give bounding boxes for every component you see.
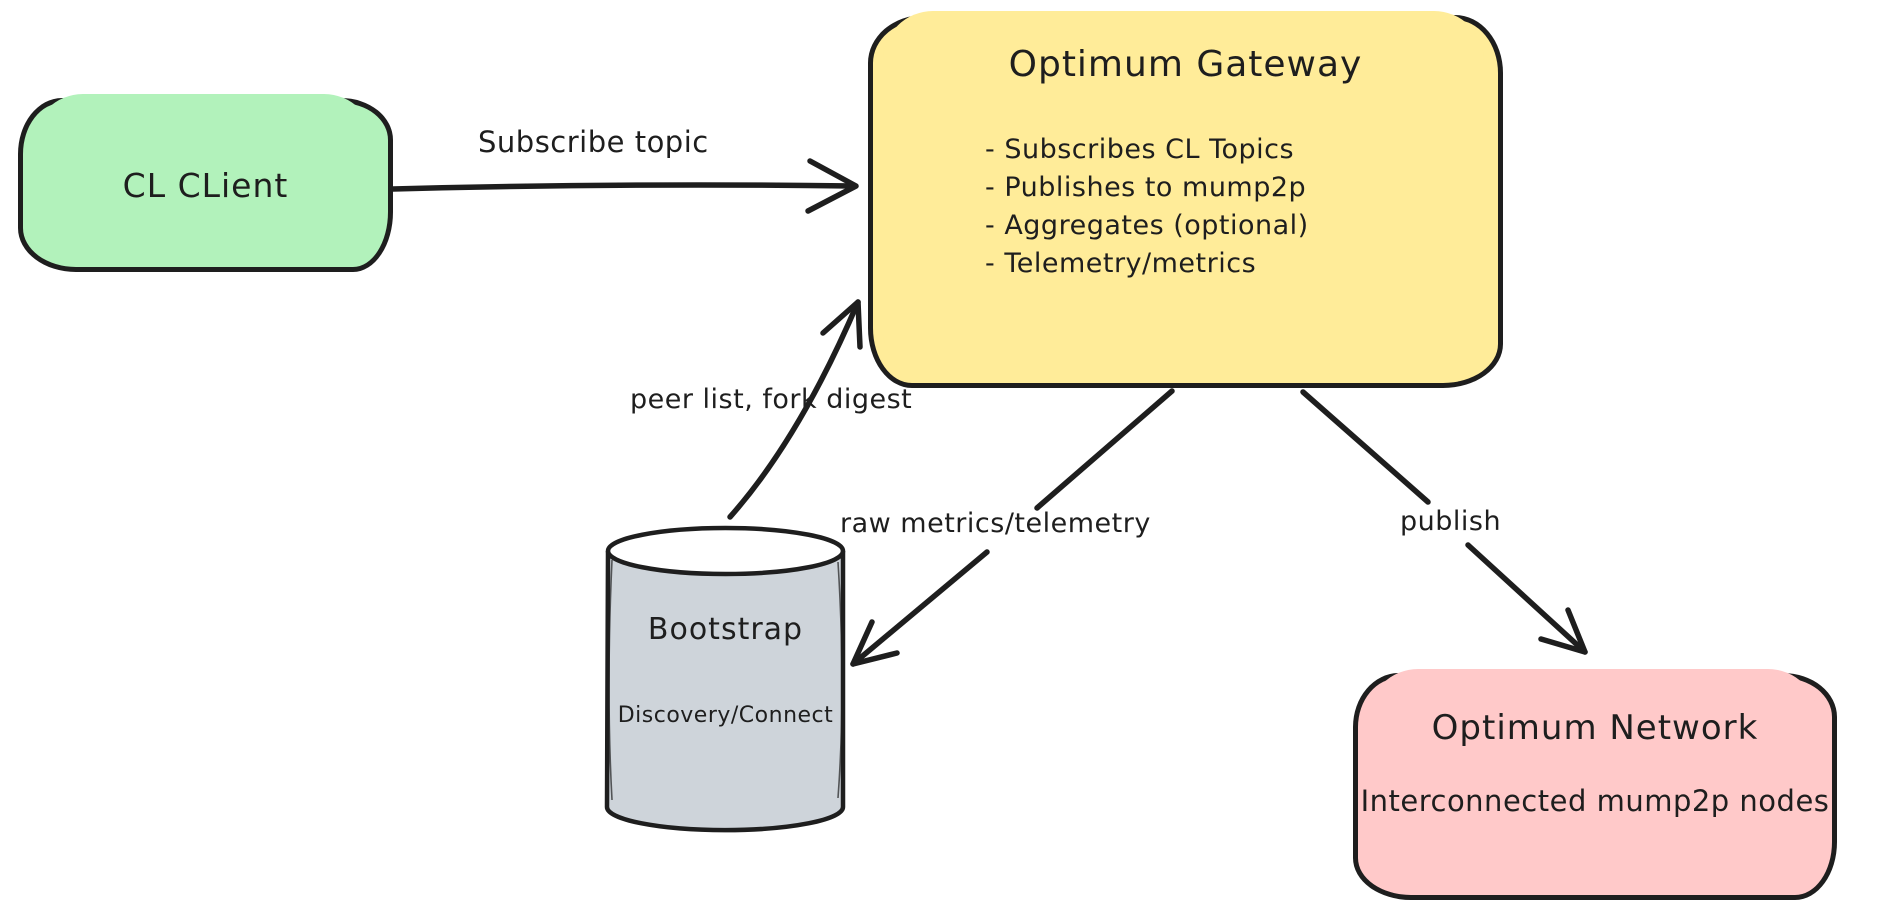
gateway-title: Optimum Gateway (1008, 44, 1363, 85)
arrow-line (850, 549, 990, 667)
cylinder-sketch-stroke (608, 559, 613, 801)
arrow-line (390, 182, 857, 192)
optimum-network-title: Optimum Network (1431, 708, 1759, 748)
subscribe-topic-arrow (390, 158, 859, 214)
arrowhead (850, 619, 900, 667)
peer-list-label: peer list, fork digest (630, 384, 913, 415)
cylinder-sketch-stroke (837, 561, 843, 799)
arrow-line (1465, 542, 1588, 655)
publish-label: publish (1400, 506, 1502, 537)
cl-client-node: CL CLient (18, 94, 393, 272)
gateway-bullet: - Subscribes CL Topics (985, 134, 1295, 165)
optimum-network-node: Optimum Network Interconnected mump2p no… (1353, 669, 1837, 900)
bootstrap-title: Bootstrap (647, 612, 804, 647)
cylinder-top-rim (605, 525, 846, 577)
arrowhead (1538, 607, 1588, 655)
arrowhead (805, 158, 859, 214)
cl-client-label: CL CLient (122, 165, 289, 205)
gateway-bullet: - Publishes to mump2p (985, 172, 1307, 203)
arrowhead (820, 299, 863, 350)
gateway-node: Optimum Gateway - Subscribes CL Topics -… (868, 11, 1503, 388)
arrow-line (1034, 388, 1175, 511)
cylinder-body (604, 550, 846, 833)
arrow-line (1300, 389, 1431, 505)
gateway-bullet-list: - Subscribes CL Topics - Publishes to mu… (873, 131, 1498, 283)
gateway-bullet: - Aggregates (optional) (985, 210, 1309, 241)
optimum-network-subtitle: Interconnected mump2p nodes (1360, 784, 1830, 818)
gateway-bullet: - Telemetry/metrics (985, 248, 1257, 279)
bootstrap-subtitle: Discovery/Connect (617, 703, 834, 728)
raw-metrics-label: raw metrics/telemetry (840, 508, 1151, 539)
subscribe-topic-label: Subscribe topic (478, 125, 709, 159)
